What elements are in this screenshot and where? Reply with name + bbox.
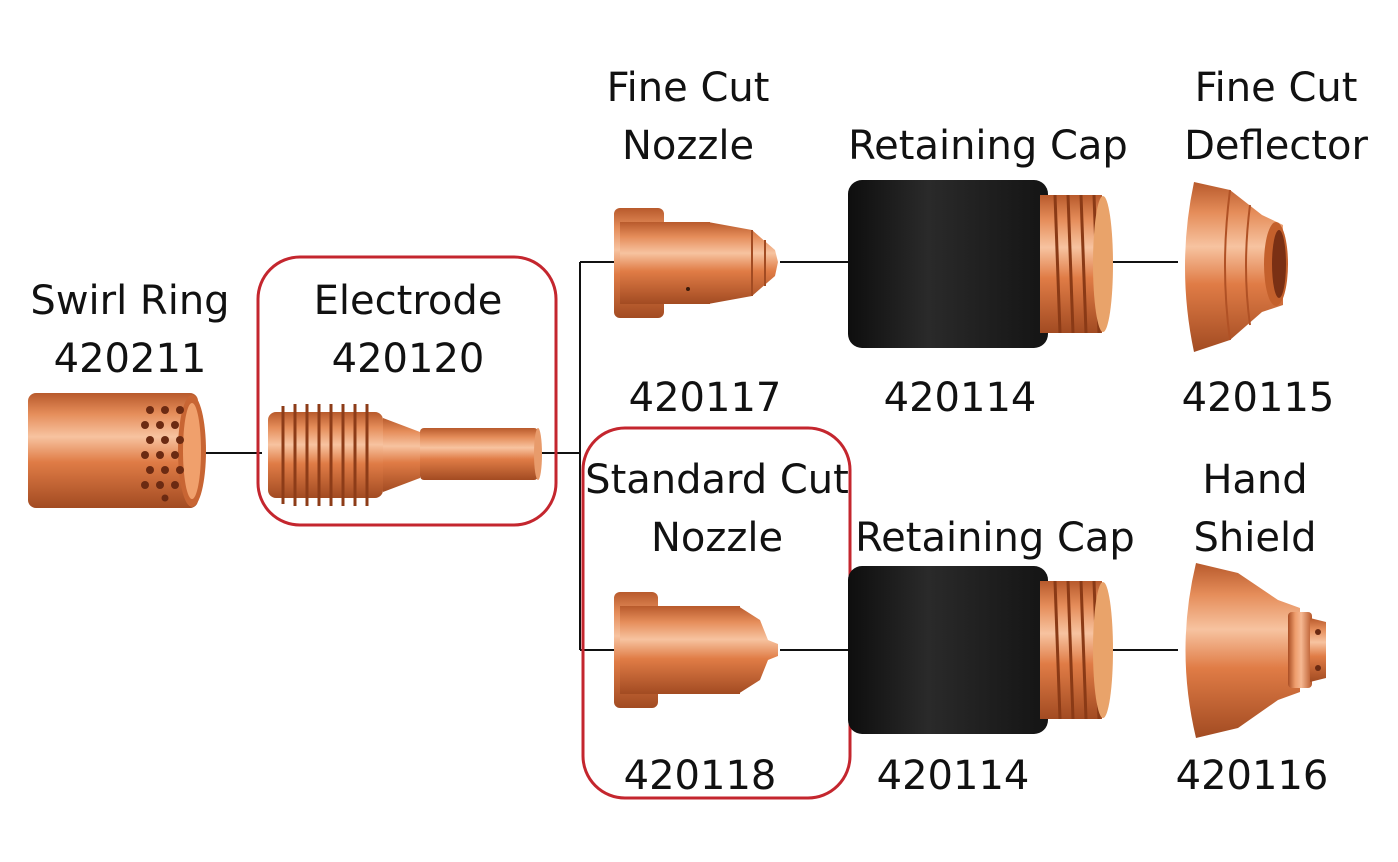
retaining-cap-bottom-name: Retaining Cap	[855, 515, 1135, 561]
fine-cut-deflector-name-line2: Deflector	[1184, 123, 1368, 169]
retaining-cap-top-image	[848, 180, 1113, 348]
electrode-number: 420120	[331, 336, 485, 382]
fine-cut-deflector-name-line1: Fine Cut	[1194, 65, 1358, 111]
standard-cut-nozzle-image	[614, 592, 778, 708]
fine-cut-deflector-number: 420115	[1181, 375, 1335, 421]
connector-lines	[205, 261, 1178, 651]
standard-cut-nozzle-label: Standard Cut Nozzle	[583, 451, 851, 567]
fine-cut-deflector-image	[1185, 182, 1288, 352]
swirl-ring-name: Swirl Ring	[30, 278, 230, 324]
retaining-cap-top-name: Retaining Cap	[848, 123, 1128, 169]
fine-cut-nozzle-image	[614, 208, 778, 318]
electrode-image	[268, 404, 542, 506]
swirl-ring-label: Swirl Ring 420211	[20, 272, 240, 388]
hand-shield-label: Hand Shield	[1155, 451, 1355, 567]
electrode-name: Electrode	[313, 278, 503, 324]
hand-shield-name-line1: Hand	[1202, 457, 1308, 503]
standard-cut-nozzle-name-line2: Nozzle	[650, 515, 784, 561]
fine-cut-deflector-label: Fine Cut Deflector	[1166, 59, 1386, 175]
swirl-ring-number: 420211	[53, 336, 207, 382]
hand-shield-number: 420116	[1175, 753, 1329, 799]
electrode-label: Electrode 420120	[293, 272, 523, 388]
hand-shield-image	[1185, 563, 1326, 738]
retaining-cap-bottom-number: 420114	[876, 753, 1030, 799]
fine-cut-nozzle-label: Fine Cut Nozzle	[588, 59, 788, 175]
hand-shield-name-line2: Shield	[1193, 515, 1317, 561]
fine-cut-nozzle-name-line1: Fine Cut	[606, 65, 770, 111]
retaining-cap-bottom-label: Retaining Cap	[845, 509, 1145, 567]
electrode-highlight-frame	[256, 255, 558, 527]
standard-cut-nozzle-name-line1: Standard Cut	[585, 457, 849, 503]
retaining-cap-top-label: Retaining Cap	[838, 117, 1138, 175]
retaining-cap-bottom-image	[848, 566, 1113, 734]
fine-cut-nozzle-number: 420117	[628, 375, 782, 421]
retaining-cap-top-number: 420114	[883, 375, 1037, 421]
swirl-ring-image	[28, 393, 206, 508]
fine-cut-nozzle-name-line2: Nozzle	[621, 123, 755, 169]
standard-cut-nozzle-number: 420118	[623, 753, 777, 799]
